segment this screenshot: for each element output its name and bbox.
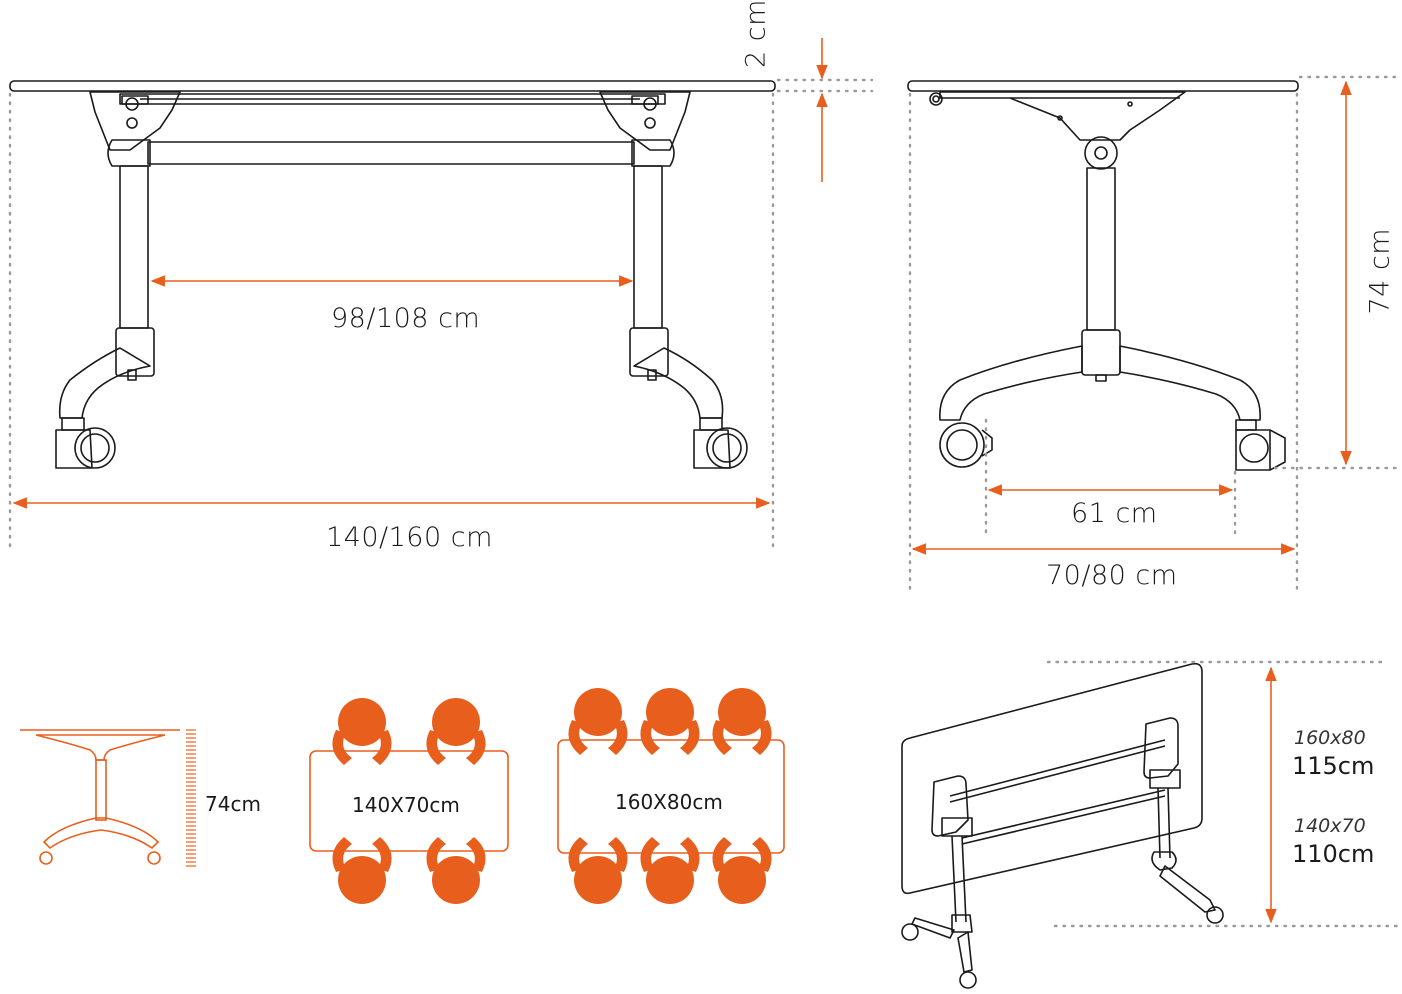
- seat-top-2: [640, 688, 700, 755]
- seat-bottom-2: [426, 837, 486, 904]
- seating-4-label: 140X70cm: [352, 793, 460, 817]
- seat-bottom-2: [640, 837, 700, 904]
- table-outline-140x70: [309, 750, 509, 852]
- seat-top-1: [332, 698, 392, 765]
- front-view-table: [9, 80, 776, 469]
- seat-top-2: [426, 698, 486, 765]
- seating-6-label: 160X80cm: [615, 790, 723, 814]
- seat-bottom-1: [332, 837, 392, 904]
- table-outline-160x80: [557, 739, 785, 854]
- folded-size-a: 160x80: [1294, 727, 1366, 749]
- front-leg-gap-label: 98/108 cm: [331, 303, 481, 334]
- folded-size-b: 140x70: [1294, 815, 1366, 837]
- side-depth-label: 70/80 cm: [1046, 560, 1178, 591]
- front-dimension-arrows: [12, 38, 828, 509]
- side-view-table: [907, 80, 1299, 471]
- side-tabletop: [907, 80, 1299, 92]
- seat-bottom-1: [568, 837, 628, 904]
- mini-table-icon: [20, 729, 180, 865]
- folded-height-a: 115cm: [1292, 752, 1375, 780]
- folded-height-b: 110cm: [1292, 840, 1375, 868]
- seating-plan-4: [309, 698, 509, 904]
- seat-top-3: [712, 688, 772, 755]
- side-dimension-arrows: [911, 80, 1352, 555]
- front-tabletop: [9, 80, 776, 92]
- side-height-label: 74 cm: [1364, 227, 1396, 315]
- seating-plan-6: [557, 688, 785, 904]
- seat-bottom-3: [712, 837, 772, 904]
- mini-height-label: 74cm: [205, 792, 261, 816]
- side-caster-span-label: 61 cm: [1071, 498, 1158, 529]
- front-thickness-label: 2 cm: [740, 0, 772, 68]
- folded-tabletop: [901, 662, 1203, 895]
- mini-height-scale: [186, 729, 196, 867]
- folded-table: [901, 662, 1224, 989]
- side-guides: [908, 75, 1400, 592]
- seat-top-1: [568, 688, 628, 755]
- folded-guides: [1046, 660, 1400, 928]
- front-width-label: 140/160 cm: [326, 522, 493, 553]
- front-guides: [8, 78, 874, 554]
